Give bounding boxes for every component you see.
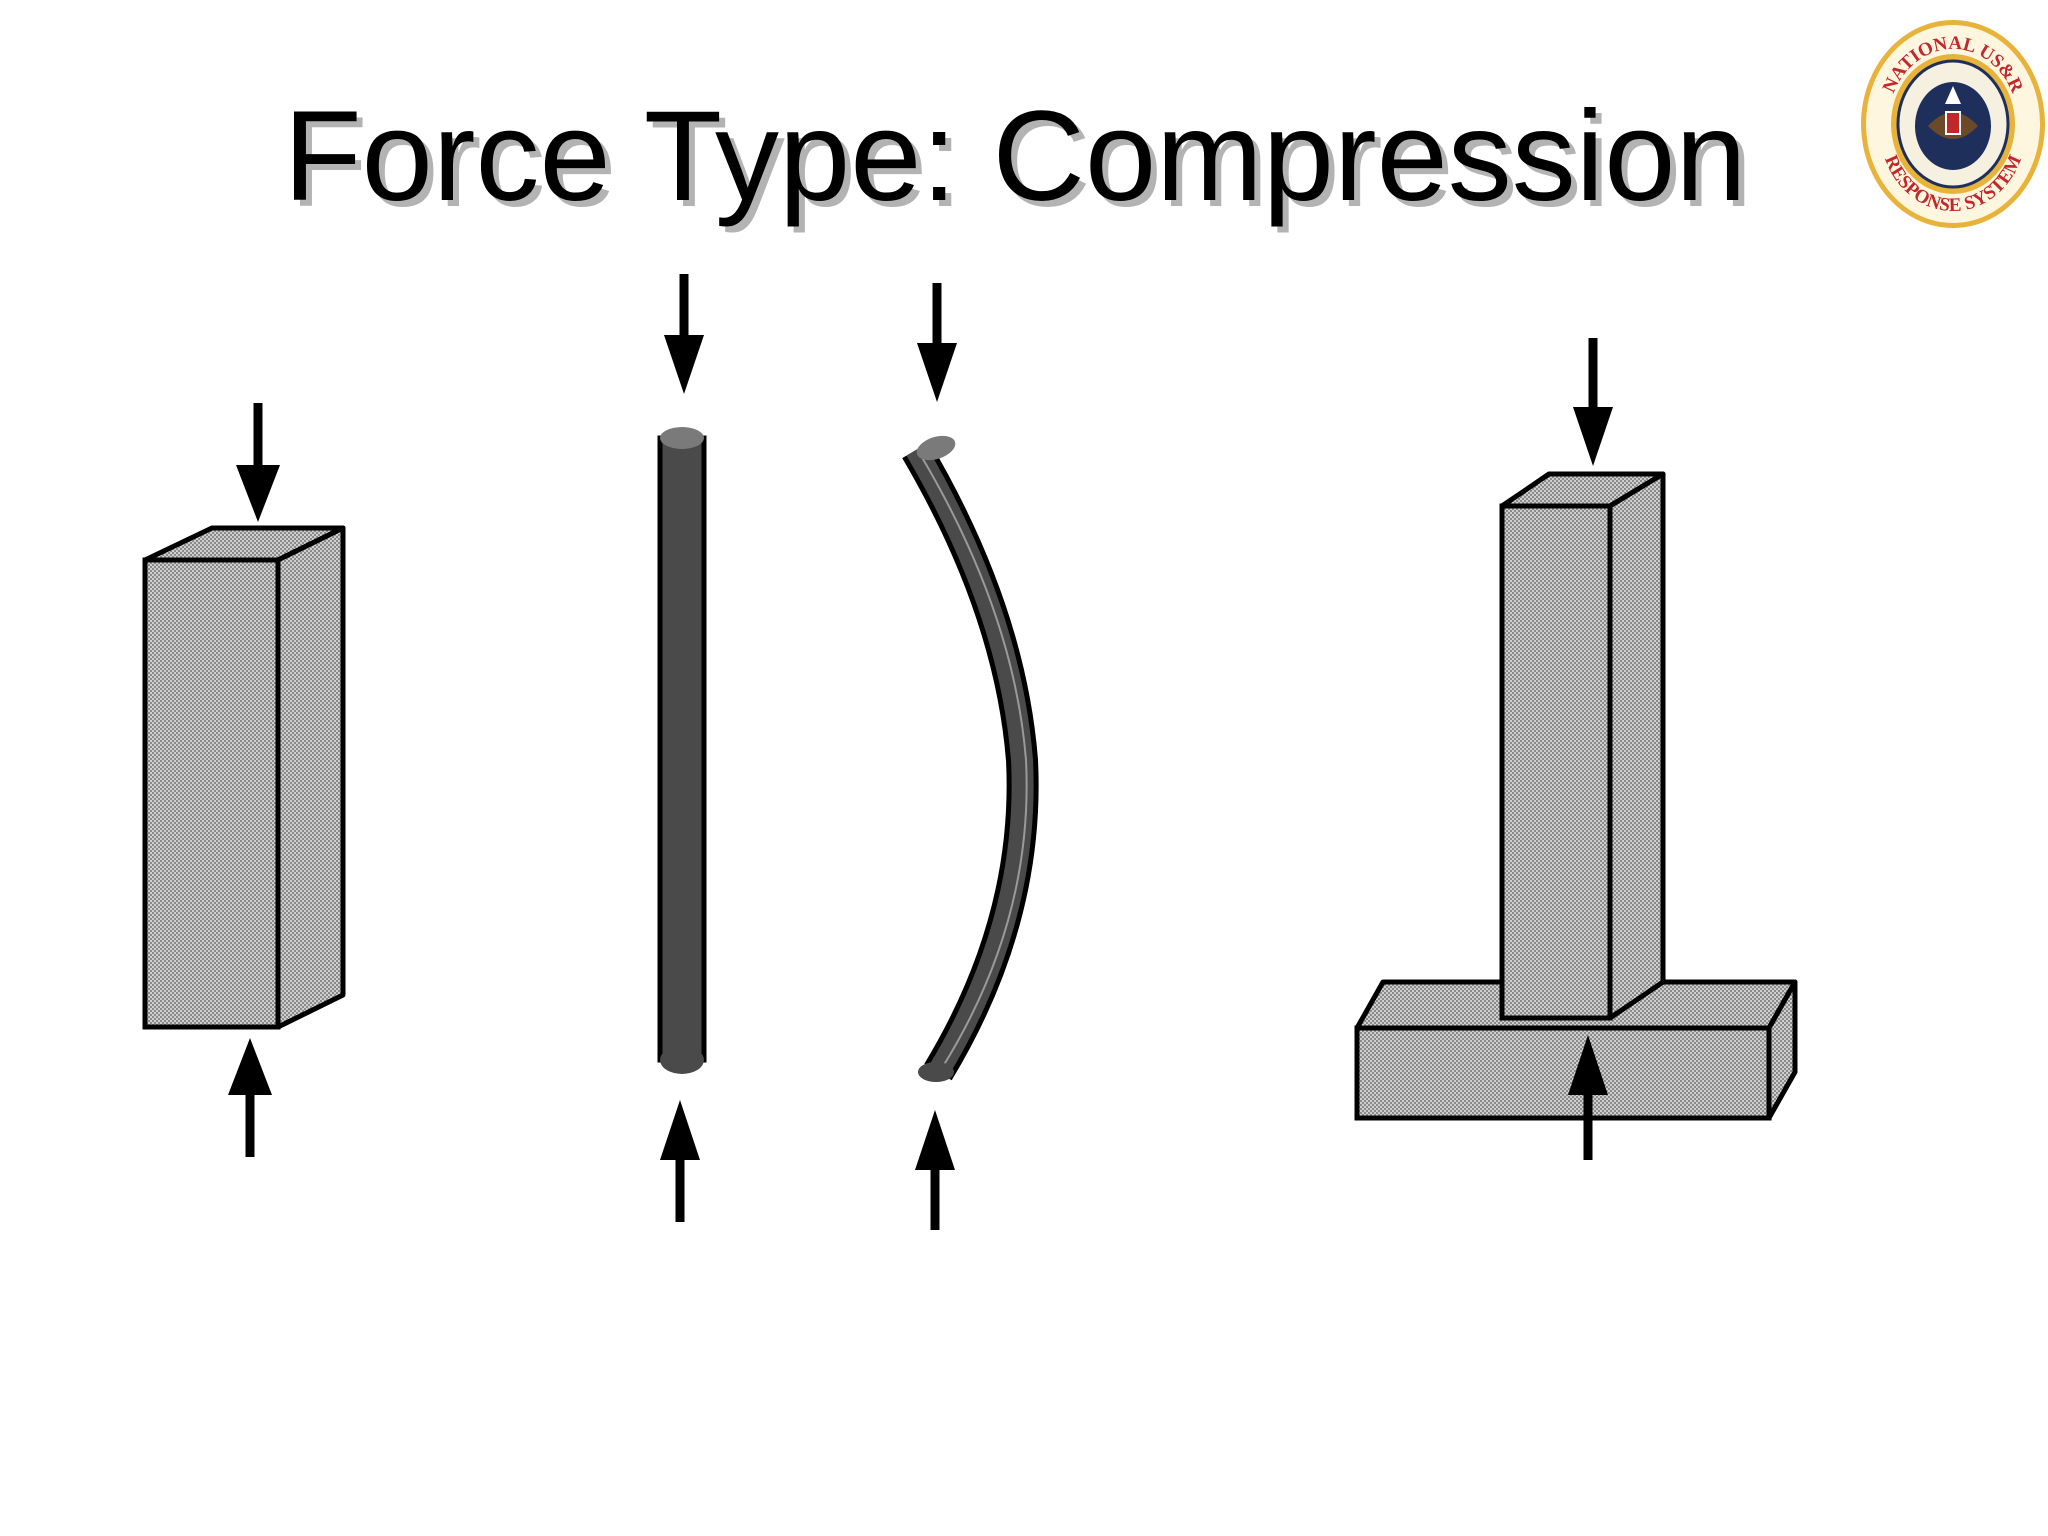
usar-seal-icon: NATIONAL US&R RESPONSE SYSTEM: [1861, 20, 2045, 228]
buckled-rod: [902, 435, 1039, 1082]
buckled-rod-highlight: [919, 453, 1028, 1069]
straight-rod: [657, 427, 707, 1074]
column-on-footing-arrows: [1568, 338, 1613, 1160]
buckled-rod-arrows: [915, 283, 957, 1230]
straight-rod-arrows: [660, 274, 704, 1222]
column-on-footing: [1354, 471, 1798, 1121]
slide-title: Force Type: Compression: [283, 85, 1747, 228]
block-column: [142, 525, 346, 1030]
arrow-down-icon: [236, 465, 280, 522]
arrow-down-icon: [664, 335, 704, 394]
arrow-up-icon: [915, 1110, 955, 1170]
buckled-rod-top-cap: [916, 435, 956, 461]
block-column-front-face: [142, 557, 281, 1030]
block-column-arrows: [228, 403, 280, 1157]
arrow-down-icon: [917, 343, 957, 402]
straight-rod-bottom-cap: [660, 1046, 704, 1074]
block-column-side-face: [275, 525, 346, 1030]
pier-side-face: [1607, 471, 1666, 1021]
footing-front-face: [1354, 1025, 1772, 1121]
buckled-rod-bottom-cap: [918, 1062, 954, 1082]
buckled-rod-body: [906, 444, 1034, 1078]
straight-rod-top-cap: [660, 427, 704, 449]
pier-front-face: [1499, 503, 1613, 1021]
arrow-down-icon: [1573, 407, 1613, 466]
straight-rod-body: [657, 435, 707, 1063]
arrow-up-icon: [1568, 1035, 1608, 1095]
arrow-up-icon: [228, 1038, 272, 1095]
arrow-up-icon: [660, 1100, 700, 1160]
